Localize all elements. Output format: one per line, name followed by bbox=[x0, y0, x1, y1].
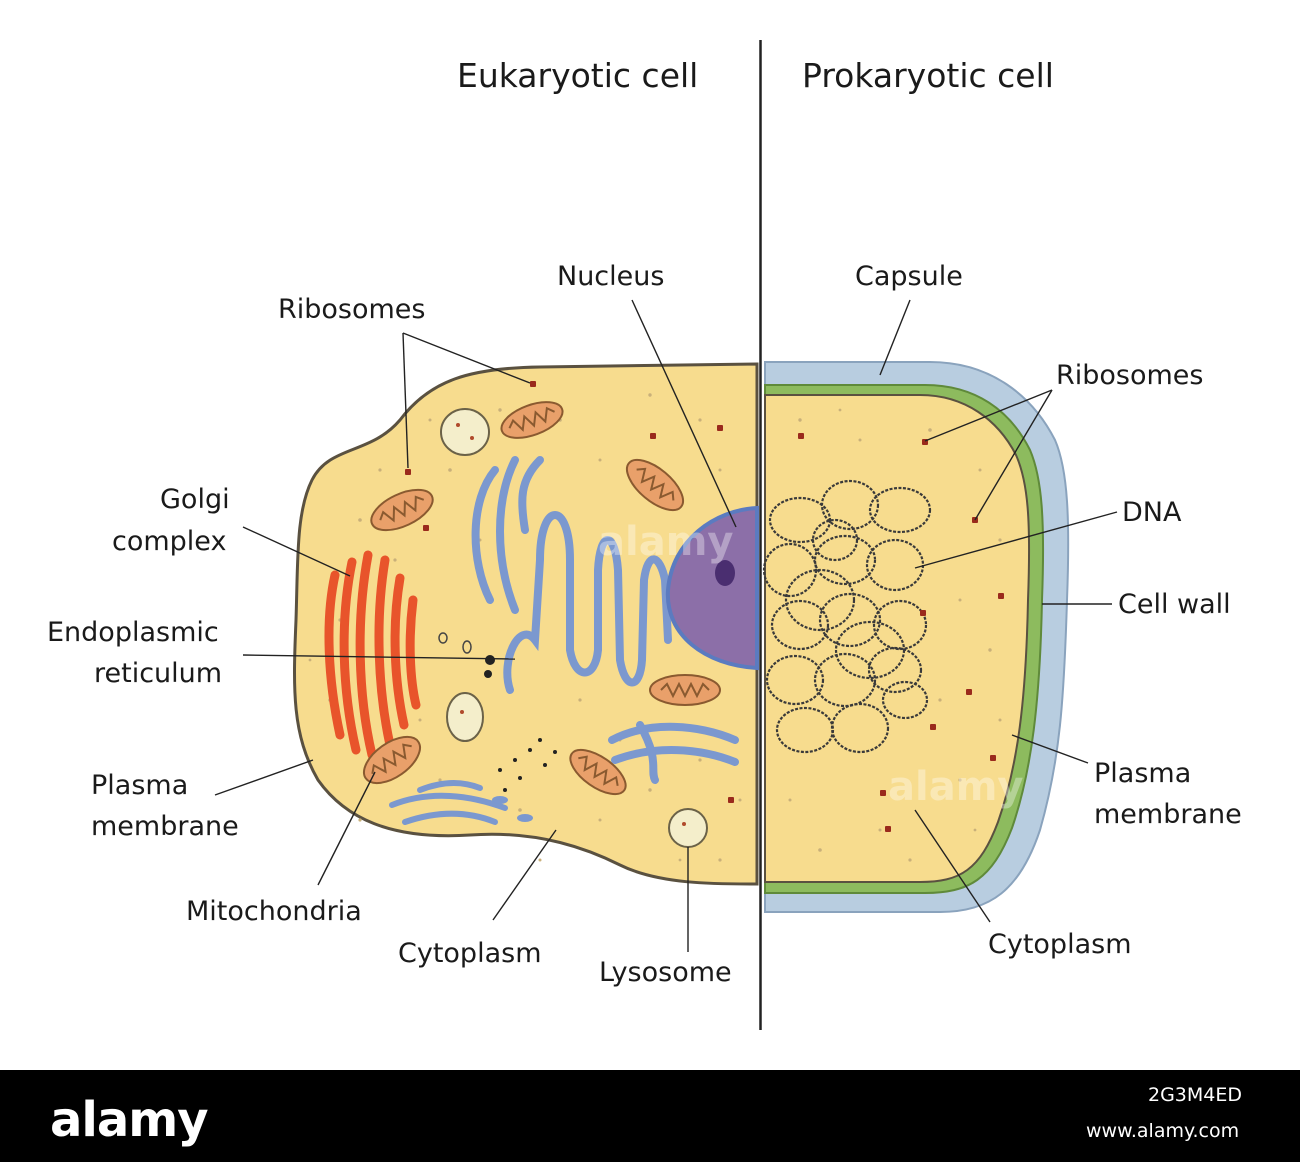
smooth-er bbox=[389, 780, 508, 825]
mitochondrion bbox=[370, 488, 434, 532]
leader-mitochondria bbox=[317, 771, 376, 886]
leader-ribosomes-prokaryotic-a bbox=[924, 389, 1053, 442]
eukaryotic-cell bbox=[293, 362, 759, 886]
leader-ribosomes-a bbox=[402, 332, 409, 469]
nucleus bbox=[665, 505, 759, 671]
label-dna: DNA bbox=[1122, 497, 1182, 528]
mitochondria-group bbox=[363, 401, 721, 796]
leader-nucleus bbox=[631, 299, 737, 528]
label-golgi-line2: complex bbox=[112, 526, 226, 557]
lysosome-middle bbox=[446, 692, 484, 742]
label-er-line2: reticulum bbox=[94, 658, 222, 689]
granules bbox=[484, 655, 557, 792]
label-cell-wall: Cell wall bbox=[1118, 589, 1231, 620]
prokaryotic-cytoplasm bbox=[764, 394, 1031, 883]
label-plasma-prokaryotic-line1: Plasma bbox=[1094, 758, 1191, 789]
label-cytoplasm-eukaryotic: Cytoplasm bbox=[398, 938, 542, 969]
site-url[interactable]: www.alamy.com bbox=[1086, 1120, 1240, 1142]
leader-ribosomes-b bbox=[402, 332, 531, 384]
label-plasma-eukaryotic-line1: Plasma bbox=[91, 770, 188, 801]
leader-plasma-eukaryotic bbox=[214, 759, 314, 796]
label-mitochondria: Mitochondria bbox=[186, 896, 362, 927]
leader-capsule bbox=[879, 299, 911, 376]
leader-plasma-prokaryotic bbox=[1011, 734, 1089, 764]
label-lysosome: Lysosome bbox=[599, 957, 732, 988]
lysosome-group bbox=[440, 408, 708, 848]
lysosome-bottom bbox=[668, 808, 708, 848]
label-cytoplasm-prokaryotic: Cytoplasm bbox=[988, 929, 1132, 960]
label-plasma-prokaryotic-line2: membrane bbox=[1094, 799, 1242, 830]
label-golgi-line1: Golgi bbox=[160, 484, 230, 515]
eukaryotic-speckles bbox=[308, 393, 742, 862]
mitochondrion bbox=[625, 458, 685, 512]
leader-dna bbox=[914, 511, 1118, 569]
leader-er bbox=[242, 654, 516, 660]
footer-bar: alamy 2G3M4ED www.alamy.com bbox=[0, 1070, 1300, 1162]
mitochondrion bbox=[500, 401, 564, 439]
eukaryotic-ribosomes bbox=[405, 381, 734, 803]
label-plasma-eukaryotic-line2: membrane bbox=[91, 811, 239, 842]
leader-cytoplasm-prokaryotic bbox=[914, 809, 991, 923]
lysosome-top bbox=[440, 408, 490, 456]
mitochondrion bbox=[649, 674, 721, 706]
dna bbox=[762, 479, 932, 754]
label-er-line1: Endoplasmic bbox=[47, 617, 219, 648]
title-prokaryotic: Prokaryotic cell bbox=[802, 56, 1054, 95]
brand-logo: alamy bbox=[50, 1092, 209, 1148]
leader-golgi bbox=[242, 526, 351, 577]
label-ribosomes-prokaryotic: Ribosomes bbox=[1056, 360, 1204, 391]
mitochondrion bbox=[363, 735, 421, 785]
label-capsule: Capsule bbox=[855, 261, 963, 292]
golgi-complex bbox=[324, 550, 421, 760]
mitochondrion bbox=[569, 748, 627, 796]
watermark-right: alamy bbox=[888, 764, 1023, 810]
prokaryotic-cell bbox=[762, 361, 1070, 913]
leader-cytoplasm-eukaryotic bbox=[492, 829, 557, 921]
leader-ribosomes-prokaryotic-b bbox=[974, 389, 1053, 521]
title-eukaryotic: Eukaryotic cell bbox=[457, 56, 698, 95]
label-nucleus: Nucleus bbox=[557, 261, 664, 292]
image-id: 2G3M4ED bbox=[1148, 1084, 1243, 1106]
label-ribosomes-eukaryotic: Ribosomes bbox=[278, 294, 426, 325]
nucleolus bbox=[715, 560, 735, 586]
watermark-left: alamy bbox=[598, 519, 733, 565]
endoplasmic-reticulum bbox=[471, 456, 739, 784]
prokaryotic-ribosomes bbox=[798, 433, 1004, 832]
cell-comparison-diagram: alamy alamy Eukaryotic cell Prokaryotic … bbox=[47, 40, 1242, 1030]
prokaryotic-speckles bbox=[788, 408, 1002, 862]
